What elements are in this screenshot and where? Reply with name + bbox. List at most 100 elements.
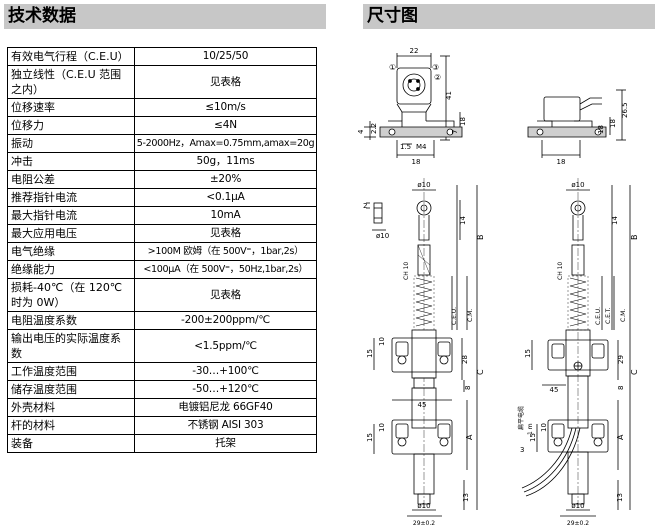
dim-label: 15 bbox=[366, 433, 374, 442]
pin-label: ② bbox=[434, 73, 441, 82]
dim-label: M4 bbox=[416, 143, 427, 151]
table-row: 电阻公差±20% bbox=[7, 170, 317, 189]
spec-value: 不锈钢 AISI 303 bbox=[134, 416, 317, 435]
dim-label: 29 bbox=[617, 355, 625, 364]
spec-value: 10mA bbox=[134, 206, 317, 225]
pin-label: ③ bbox=[432, 63, 439, 72]
table-row: 外壳材料电镀铝尼龙 66GF40 bbox=[7, 398, 317, 417]
spec-value: 见表格 bbox=[134, 65, 317, 99]
dim-label: ø10 bbox=[417, 502, 430, 510]
spec-key: 绝缘能力 bbox=[7, 260, 135, 279]
dim-label: 7 bbox=[451, 130, 459, 134]
dim-label: 29±0.2 bbox=[413, 520, 435, 527]
spec-key: 电气绝缘 bbox=[7, 242, 135, 261]
dim-label: 1 m bbox=[527, 423, 534, 435]
section-title-tech-data: 技术数据 bbox=[4, 4, 326, 29]
dim-label: 10 bbox=[378, 423, 386, 432]
spec-key: 冲击 bbox=[7, 152, 135, 171]
dim-label: C bbox=[476, 369, 485, 375]
spec-value: ≤4N bbox=[134, 116, 317, 135]
dim-label: A bbox=[616, 434, 625, 440]
table-row: 电气绝缘>100M 欧姆（在 500V⁼，1bar,2s） bbox=[7, 242, 317, 261]
dim-label: 15 bbox=[524, 349, 532, 358]
spec-value: ±20% bbox=[134, 170, 317, 189]
spec-key: 电阻温度系数 bbox=[7, 311, 135, 330]
dim-label: ø10 bbox=[571, 181, 584, 189]
dim-label: 13 bbox=[616, 493, 624, 502]
dim-label: ø10 bbox=[571, 502, 584, 510]
table-row: 绝缘能力<100μA（在 500V⁼，50Hz,1bar,2s） bbox=[7, 260, 317, 279]
spec-key: 推荐指针电流 bbox=[7, 188, 135, 207]
spec-value: <1.5ppm/℃ bbox=[134, 329, 317, 363]
spec-key: 杆的材料 bbox=[7, 416, 135, 435]
dim-label: 10 bbox=[378, 337, 386, 346]
table-row: 推荐指针电流<0.1μA bbox=[7, 188, 317, 207]
table-row: 位移力≤4N bbox=[7, 116, 317, 135]
dim-label: 13 bbox=[462, 493, 470, 502]
dim-label: 14 bbox=[459, 216, 467, 225]
dim-label: 8 bbox=[464, 386, 472, 390]
dim-label: C.E.U. bbox=[595, 307, 602, 325]
dim-label: 2.2 bbox=[370, 123, 378, 134]
dim-label: 4 bbox=[357, 129, 365, 134]
table-row: 工作温度范围-30…+100℃ bbox=[7, 362, 317, 381]
spec-key: 损耗-40℃（在 120℃时为 0W） bbox=[7, 278, 135, 312]
dim-label: C bbox=[630, 369, 639, 375]
dim-label: 41 bbox=[445, 91, 453, 100]
right-sensor-view bbox=[521, 178, 631, 517]
dim-label: C.E.T. bbox=[605, 307, 612, 324]
table-row: 有效电气行程（C.E.U）10/25/50 bbox=[7, 47, 317, 66]
spec-value: 5-2000Hz，Amax=0.75mm,amax=20g bbox=[134, 134, 317, 153]
dim-label: 10 bbox=[540, 423, 548, 432]
dim-label: C.M. bbox=[620, 309, 627, 322]
dim-label: 14 bbox=[611, 216, 619, 225]
spec-value: ≤10m/s bbox=[134, 98, 317, 117]
section-title-dimensions: 尺寸图 bbox=[363, 4, 655, 29]
spec-key: 外壳材料 bbox=[7, 398, 135, 417]
spec-table: 有效电气行程（C.E.U）10/25/50 独立线性（C.E.U 范围之内）见表… bbox=[7, 47, 317, 453]
table-row: 电阻温度系数-200±200ppm/℃ bbox=[7, 311, 317, 330]
dim-label: 18 bbox=[459, 117, 467, 126]
spec-key: 最大应用电压 bbox=[7, 224, 135, 243]
spec-key: 装备 bbox=[7, 434, 135, 453]
dim-label: 2 bbox=[363, 202, 367, 210]
dim-label: 1.5 bbox=[400, 143, 411, 151]
dim-label: ø10 bbox=[417, 181, 430, 189]
table-row: 最大应用电压见表格 bbox=[7, 224, 317, 243]
spec-value: -50…+120℃ bbox=[134, 380, 317, 399]
dim-label: 15 bbox=[366, 349, 374, 358]
spec-value: -30…+100℃ bbox=[134, 362, 317, 381]
table-row: 输出电压的实际温度系数<1.5ppm/℃ bbox=[7, 329, 317, 363]
top-right-view bbox=[527, 89, 626, 158]
table-row: 损耗-40℃（在 120℃时为 0W）见表格 bbox=[7, 278, 317, 312]
dim-label: 8 bbox=[617, 386, 625, 390]
dim-label: 22 bbox=[410, 47, 419, 55]
dim-label: 18 bbox=[557, 158, 566, 166]
spec-key: 位移速率 bbox=[7, 98, 135, 117]
pin-label: ① bbox=[389, 63, 396, 72]
dim-label: 18 bbox=[412, 158, 421, 166]
spec-value: <100μA（在 500V⁼，50Hz,1bar,2s） bbox=[134, 260, 317, 279]
table-row: 杆的材料不锈钢 AISI 303 bbox=[7, 416, 317, 435]
spec-value: 电镀铝尼龙 66GF40 bbox=[134, 398, 317, 417]
dim-label: 26.5 bbox=[621, 102, 629, 118]
left-sensor-view bbox=[373, 178, 478, 517]
spec-value: <0.1μA bbox=[134, 188, 317, 207]
spec-key: 振动 bbox=[7, 134, 135, 153]
dim-label: C.E.U. bbox=[451, 307, 458, 325]
cable-label: 扁平电缆 bbox=[517, 406, 525, 430]
spec-value: -200±200ppm/℃ bbox=[134, 311, 317, 330]
spec-value: >100M 欧姆（在 500V⁼，1bar,2s） bbox=[134, 242, 317, 261]
spec-value: 50g，11ms bbox=[134, 152, 317, 171]
dim-label: B bbox=[476, 235, 485, 241]
spec-key: 最大指针电流 bbox=[7, 206, 135, 225]
dim-label: B bbox=[630, 235, 639, 241]
spec-key: 位移力 bbox=[7, 116, 135, 135]
spec-key: 独立线性（C.E.U 范围之内） bbox=[7, 65, 135, 99]
spec-value: 见表格 bbox=[134, 224, 317, 243]
dim-label: CH 10 bbox=[403, 262, 410, 280]
spec-key: 储存温度范围 bbox=[7, 380, 135, 399]
